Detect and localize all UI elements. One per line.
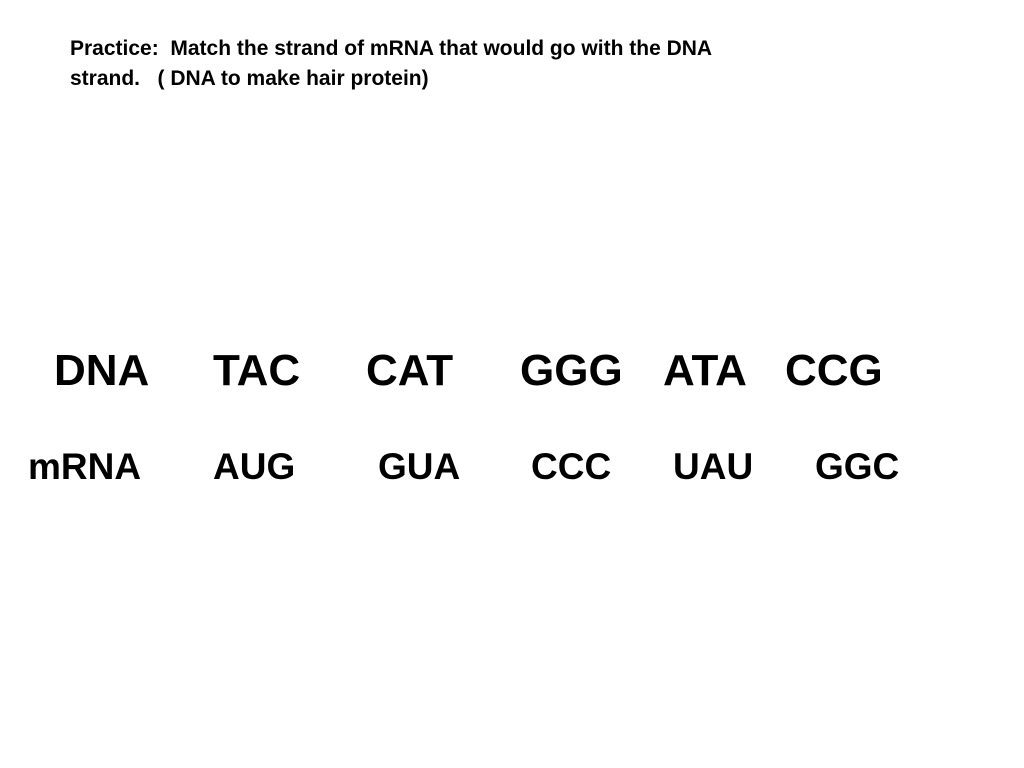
- dna-codon-1: TAC: [213, 346, 301, 395]
- dna-codon-5: CCG: [785, 346, 883, 395]
- instructions-text: Practice: Match the strand of mRNA that …: [70, 34, 900, 94]
- dna-codon-4: ATA: [663, 346, 747, 395]
- dna-strand-row: DNA TAC CAT GGG ATA CCG: [0, 344, 1024, 398]
- mrna-codon-3: CCC: [531, 446, 612, 487]
- instructions-line-1: Practice: Match the strand of mRNA that …: [70, 37, 713, 60]
- dna-codon-2: CAT: [366, 346, 454, 395]
- mrna-codon-2: GUA: [378, 446, 461, 487]
- dna-label: DNA: [54, 346, 150, 395]
- mrna-codon-1: AUG: [213, 446, 296, 487]
- mrna-codon-4: UAU: [673, 446, 754, 487]
- mrna-codon-5: GGC: [815, 446, 900, 487]
- mrna-strand-row: mRNA AUG GUA CCC UAU GGC: [0, 444, 1024, 490]
- dna-codon-3: GGG: [520, 346, 623, 395]
- instructions-line-2: strand. ( DNA to make hair protein): [70, 67, 429, 90]
- mrna-label: mRNA: [28, 446, 142, 487]
